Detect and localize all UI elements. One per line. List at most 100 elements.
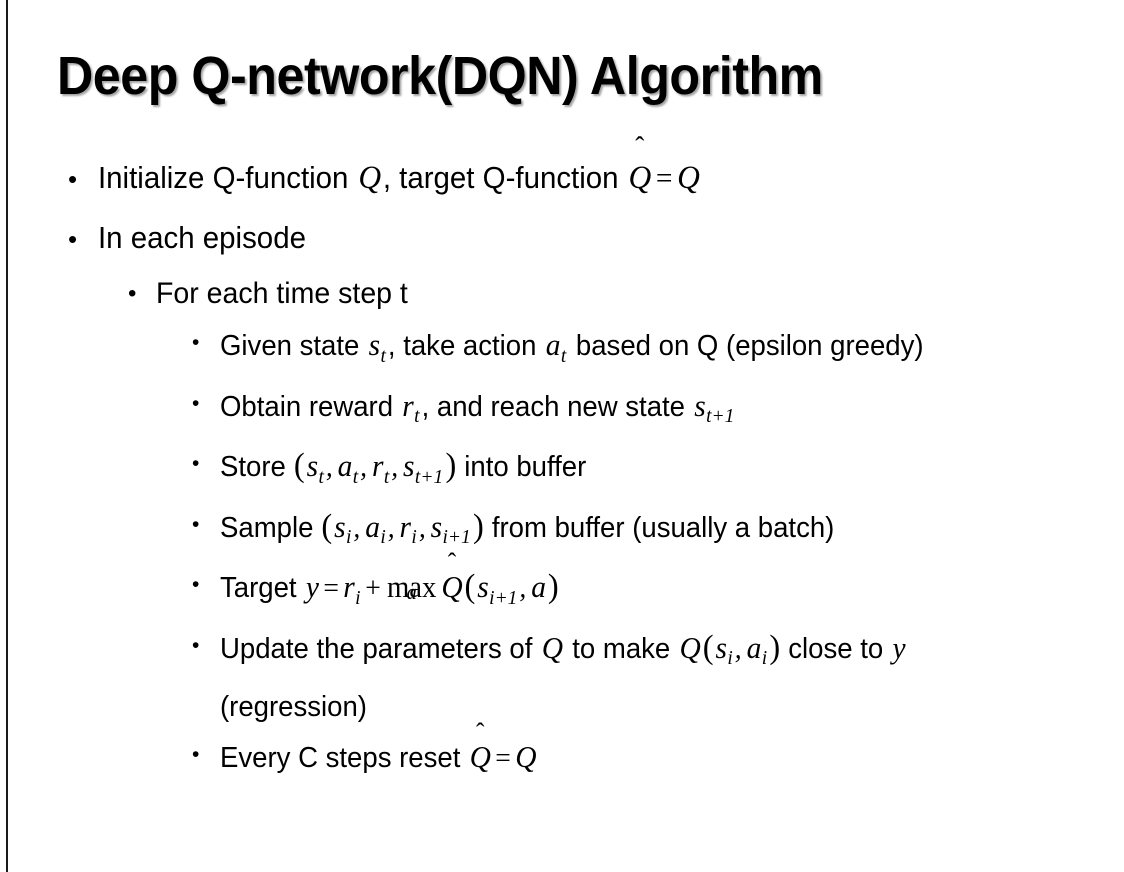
math-comma: , <box>391 451 399 484</box>
var-subscript: t <box>414 405 420 428</box>
math-var-qhat: ̂Q <box>468 732 493 781</box>
math-var-s: si <box>333 508 354 549</box>
math-var-r: ri <box>398 508 419 549</box>
math-paren-open: ( <box>464 568 476 606</box>
math-comma: , <box>734 632 742 665</box>
text-fragment: Update the parameters of <box>220 632 541 665</box>
bullet-reset-target-network: • Every C steps reset ̂Q=Q <box>0 732 1124 783</box>
text-fragment: into buffer <box>456 451 587 484</box>
slide-title: Deep Q-network(DQN) Algorithm <box>57 46 823 106</box>
qhat-base: Q <box>628 159 652 196</box>
var-subscript: t <box>352 465 359 488</box>
math-var-y: y <box>892 629 906 665</box>
math-var-s-next: st+1 <box>693 388 737 428</box>
qhat-base: Q <box>441 569 463 605</box>
math-var-r: rt <box>370 448 391 488</box>
text-fragment: Sample <box>220 511 322 544</box>
math-var-q2: Q <box>677 159 700 196</box>
text-fragment: , take action <box>387 330 545 362</box>
math-var-s-next: si+1 <box>476 569 520 609</box>
var-subscript: t+1 <box>706 405 735 428</box>
var-base: a <box>746 629 762 665</box>
math-var-q: Q <box>358 159 382 196</box>
bullet-update-parameters: • Update the parameters of Q to make Q(s… <box>0 623 1124 733</box>
math-var-qhat: ̂Q <box>627 148 653 208</box>
max-limit: a <box>406 580 417 605</box>
math-paren-open: ( <box>321 507 333 545</box>
text-fragment: close to <box>780 632 891 665</box>
bullet-for-each-time-step: • For each time step t <box>0 268 1124 320</box>
math-var-s: st <box>367 327 388 367</box>
bullet-text: Obtain reward rt, and reach new state st… <box>220 381 1050 442</box>
var-base: r <box>399 508 412 544</box>
bullet-obtain-reward: • Obtain reward rt, and reach new state … <box>0 381 1124 442</box>
math-comma: , <box>519 572 527 605</box>
var-subscript: t+1 <box>414 465 444 488</box>
math-var-a: ai <box>364 508 388 549</box>
bullet-marker: • <box>192 573 200 597</box>
math-comma: , <box>418 511 426 544</box>
var-base: s <box>430 508 443 544</box>
var-base: a <box>545 327 561 362</box>
text-fragment: Obtain reward <box>220 390 401 423</box>
bullet-text: In each episode <box>98 220 306 255</box>
var-base: s <box>715 629 727 665</box>
text-fragment: , and reach new state <box>421 390 693 423</box>
math-comma: , <box>353 511 361 544</box>
bullet-marker: • <box>192 512 200 536</box>
math-var-y: y <box>305 569 319 605</box>
max-label: max <box>386 570 437 605</box>
math-comma: , <box>325 451 333 484</box>
bullet-text: Sample (si,ai,ri,si+1) from buffer (usua… <box>220 502 1050 563</box>
math-paren-close: ) <box>473 507 484 545</box>
var-subscript: i <box>761 647 768 670</box>
var-subscript: t <box>383 465 390 488</box>
var-base: a <box>337 448 353 484</box>
var-subscript: i <box>727 647 733 670</box>
math-var-q2: Q <box>679 629 701 665</box>
bullet-store-transition: • Store (st,at,rt,st+1) into buffer <box>0 441 1124 502</box>
math-op-plus: + <box>365 572 381 605</box>
qhat-base: Q <box>469 739 491 775</box>
var-subscript: t <box>380 344 386 367</box>
bullet-given-state: • Given state st, take action at based o… <box>0 320 1124 381</box>
math-paren-close: ) <box>769 628 781 666</box>
math-var-r: rt <box>401 387 422 428</box>
math-var-q: Q <box>515 739 537 775</box>
var-subscript: i <box>346 526 352 549</box>
var-base: s <box>334 508 346 544</box>
math-paren-open: ( <box>702 628 714 666</box>
bullet-text: For each time step t <box>156 277 408 310</box>
var-subscript: i <box>411 526 417 549</box>
var-base: s <box>403 448 415 484</box>
text-fragment: , target Q-function <box>382 160 627 195</box>
bullet-marker: • <box>192 452 200 476</box>
math-op-equals: = <box>655 160 673 195</box>
bullet-text: Every C steps reset ̂Q=Q <box>220 732 1050 783</box>
math-var-a: a <box>531 569 546 605</box>
math-paren-open: ( <box>293 447 305 485</box>
var-subscript: i <box>355 586 361 609</box>
bullet-initialize: • Initialize Q-function Q, target Q-func… <box>0 148 1124 208</box>
math-var-a: ai <box>745 629 769 670</box>
math-var-s: st <box>305 448 326 488</box>
bullet-marker: • <box>68 164 78 194</box>
math-var-qhat: ̂Q <box>440 562 465 611</box>
var-base: r <box>402 387 414 423</box>
bullet-text: Given state st, take action at based on … <box>220 320 1050 381</box>
math-var-r: ri <box>342 569 363 609</box>
text-fragment: (regression) <box>220 691 367 724</box>
text-fragment: based on Q (epsilon greedy) <box>568 330 924 362</box>
math-comma: , <box>360 451 368 484</box>
math-op-equals: = <box>495 742 511 775</box>
var-base: r <box>343 569 355 605</box>
text-fragment: Store <box>220 451 294 484</box>
bullet-text: Update the parameters of Q to make Q(si,… <box>220 623 1050 733</box>
var-base: a <box>365 508 380 544</box>
var-subscript: i+1 <box>442 526 471 549</box>
var-subscript: t <box>318 465 324 488</box>
var-subscript: i <box>380 526 386 549</box>
bullet-sample-batch: • Sample (si,ai,ri,si+1) from buffer (us… <box>0 502 1124 563</box>
math-var-s: si <box>714 629 735 670</box>
var-base: s <box>368 327 381 362</box>
